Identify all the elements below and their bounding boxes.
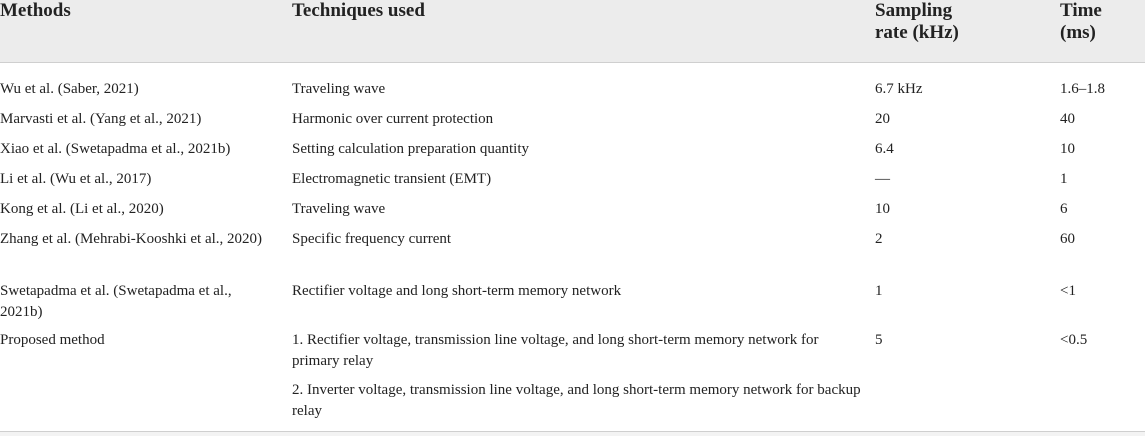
time-cell: 60 xyxy=(1060,231,1075,247)
method-cell: Li et al. (Wu et al., 2017) xyxy=(0,171,152,187)
rate-cell: 20 xyxy=(875,111,890,127)
table-bottom-border xyxy=(0,431,1145,432)
header-methods: Methods xyxy=(0,0,71,21)
technique-cell: Electromagnetic transient (EMT) xyxy=(292,171,492,187)
technique-cell: Rectifier voltage and long short-term me… xyxy=(292,283,622,299)
rate-cell: 10 xyxy=(875,201,890,217)
time-cell: 10 xyxy=(1060,141,1075,157)
technique-cell: Setting calculation preparation quantity xyxy=(292,141,530,157)
table-header: Methods Techniques used Sampling rate (k… xyxy=(0,0,1145,63)
method-cell: Wu et al. (Saber, 2021) xyxy=(0,81,139,97)
header-techniques: Techniques used xyxy=(292,0,425,21)
rate-cell: 2 xyxy=(875,231,883,247)
time-cell: 1.6–1.8 xyxy=(1060,81,1105,97)
rate-cell: 1 xyxy=(875,283,883,299)
method-cell: Marvasti et al. (Yang et al., 2021) xyxy=(0,111,202,127)
time-cell: 1 xyxy=(1060,171,1068,187)
method-cell: Zhang et al. (Mehrabi-Kooshki et al., 20… xyxy=(0,231,263,247)
time-cell: 40 xyxy=(1060,111,1075,127)
method-cell: Xiao et al. (Swetapadma et al., 2021b) xyxy=(0,141,231,157)
time-cell: <0.5 xyxy=(1060,332,1088,348)
technique-cell: Harmonic over current protection xyxy=(292,111,494,127)
rate-cell: 6.7 kHz xyxy=(875,81,923,97)
rate-cell: — xyxy=(875,171,890,187)
method-cell: Proposed method xyxy=(0,332,105,348)
rate-cell: 6.4 xyxy=(875,141,894,157)
table-footer-band xyxy=(0,432,1145,436)
method-cell: Kong et al. (Li et al., 2020) xyxy=(0,201,164,217)
technique-cell: 1. Rectifier voltage, transmission line … xyxy=(292,332,819,369)
time-cell: <1 xyxy=(1060,283,1076,299)
header-sampling-rate: Sampling rate (kHz) xyxy=(875,0,959,43)
method-cell: Swetapadma et al. (Swetapadma et al., 20… xyxy=(0,283,232,320)
technique-cell: Traveling wave xyxy=(292,201,386,217)
technique-cell: Specific frequency current xyxy=(292,231,452,247)
technique-cell: 2. Inverter voltage, transmission line v… xyxy=(292,382,861,419)
header-time: Time (ms) xyxy=(1060,0,1102,43)
rate-cell: 5 xyxy=(875,332,883,348)
time-cell: 6 xyxy=(1060,201,1068,217)
technique-cell: Traveling wave xyxy=(292,81,386,97)
